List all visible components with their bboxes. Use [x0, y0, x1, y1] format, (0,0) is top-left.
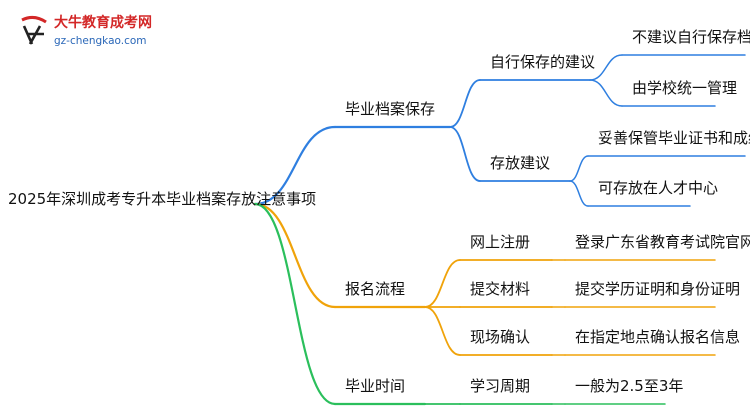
branch-connector: [253, 202, 337, 406]
leaf-connector: [569, 155, 589, 182]
subtopic-connector: [424, 259, 461, 308]
leaf-label: 提交学历证明和身份证明: [575, 280, 741, 298]
subtopic-label: 自行保存的建议: [490, 53, 596, 71]
logo-mark-icon: [21, 15, 47, 45]
root-topic: 2025年深圳成考专升本毕业档案存放注意事项: [8, 190, 317, 208]
subtopic-connector: [449, 79, 481, 128]
subtopic-label: 存放建议: [490, 154, 551, 172]
subtopic-connector: [449, 126, 481, 182]
leaf-label: 由学校统一管理: [632, 79, 738, 97]
subtopic-label: 学习周期: [470, 377, 531, 395]
branch-label: 报名流程: [345, 280, 406, 298]
branch-connector: [253, 202, 337, 309]
subtopic-label: 网上注册: [470, 233, 531, 251]
logo-url: gz-chengkao.com: [54, 35, 147, 47]
subtopic-label: 提交材料: [470, 280, 531, 298]
subtopic-label: 现场确认: [470, 328, 531, 346]
leaf-label: 不建议自行保存档案: [632, 28, 750, 46]
leaf-label: 登录广东省教育考试院官网: [575, 233, 750, 251]
leaf-label: 一般为2.5至3年: [575, 377, 684, 395]
leaf-connector: [589, 79, 623, 107]
branch-label: 毕业时间: [345, 377, 406, 395]
subtopic-connector: [424, 306, 461, 356]
branch-label: 毕业档案保存: [345, 100, 436, 118]
branch-connector: [253, 125, 337, 206]
leaf-connector: [589, 54, 623, 81]
leaf-label: 可存放在人才中心: [598, 179, 719, 197]
leaf-connector: [569, 180, 589, 207]
logo: 大牛教育成考网 gz-chengkao.com: [18, 14, 168, 52]
leaf-label: 妥善保管毕业证书和成绩单: [598, 129, 750, 147]
logo-title: 大牛教育成考网: [54, 15, 152, 31]
leaf-label: 在指定地点确认报名信息: [575, 328, 741, 346]
